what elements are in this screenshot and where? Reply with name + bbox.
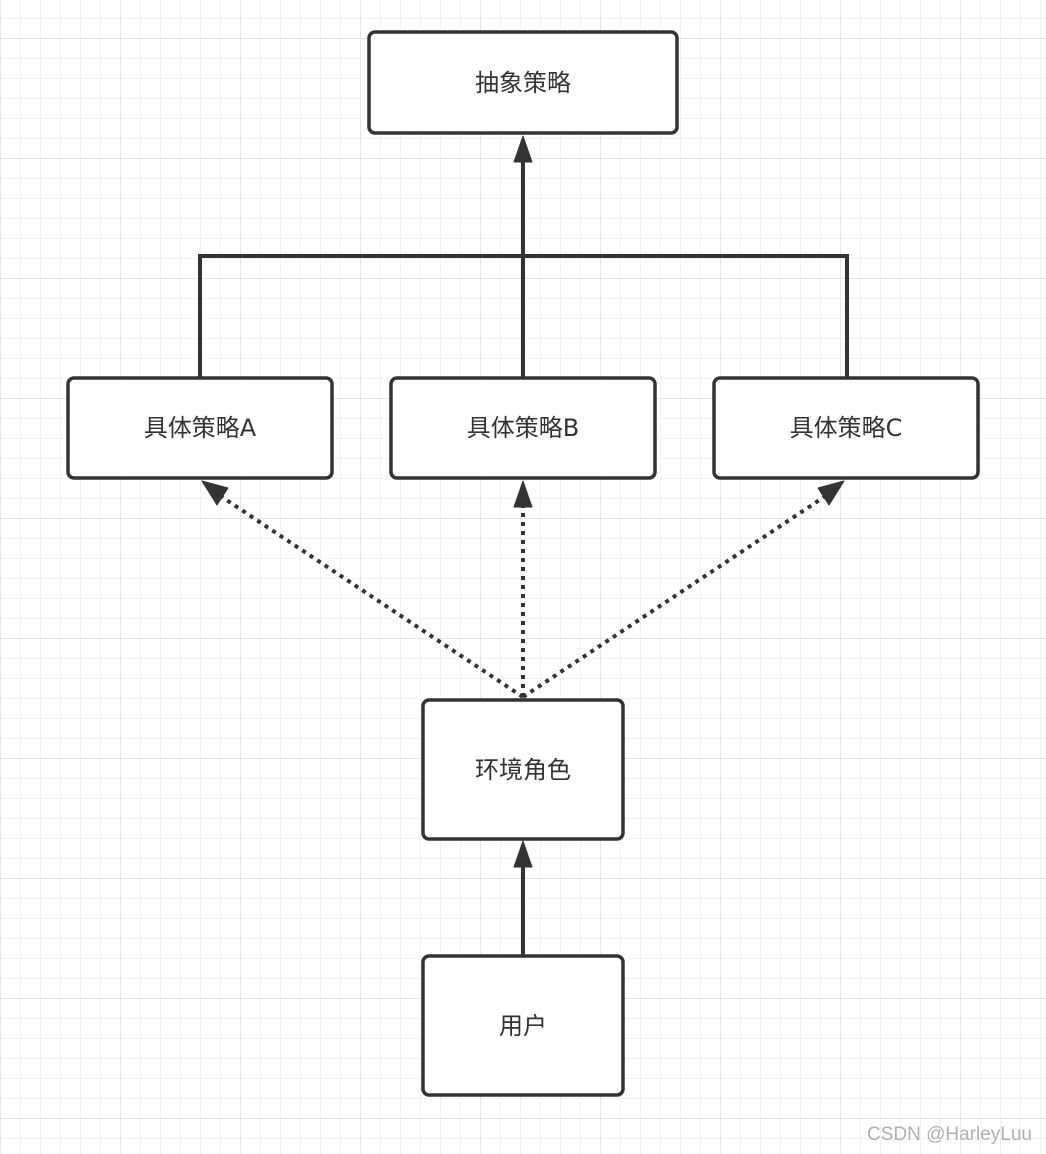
node-strategy-a[interactable]: 具体策略A: [66, 376, 334, 480]
dependency-connectors: [201, 480, 845, 699]
arrowhead-to-context: [513, 840, 533, 868]
node-abstract-strategy[interactable]: 抽象策略: [367, 30, 679, 135]
node-user-label: 用户: [499, 1012, 547, 1040]
node-context-role[interactable]: 环境角色: [421, 698, 625, 841]
node-strategy-b[interactable]: 具体策略B: [389, 376, 657, 480]
arrowhead-to-strategy-c: [817, 480, 845, 506]
node-abstract-strategy-label: 抽象策略: [475, 69, 571, 97]
node-strategy-c-label: 具体策略C: [790, 414, 903, 442]
node-strategy-c[interactable]: 具体策略C: [712, 376, 980, 480]
arrowhead-to-abstract-strategy: [513, 135, 533, 163]
arrowhead-to-strategy-b: [513, 480, 533, 508]
inheritance-connectors: [198, 135, 849, 378]
usage-connector: [513, 840, 533, 955]
edge-strategy-c-to-abstract: [523, 254, 849, 378]
node-strategy-a-label: 具体策略A: [144, 414, 257, 442]
edge-context-to-strategy-a: [220, 495, 525, 699]
watermark: CSDN @HarleyLuu: [866, 1124, 1032, 1145]
node-strategy-b-label: 具体策略B: [467, 414, 579, 442]
node-user[interactable]: 用户: [421, 954, 625, 1097]
edge-context-to-strategy-c: [521, 495, 826, 699]
arrowhead-to-strategy-a: [201, 480, 229, 506]
node-context-role-label: 环境角色: [475, 756, 571, 784]
edge-strategy-a-to-abstract: [198, 254, 523, 378]
